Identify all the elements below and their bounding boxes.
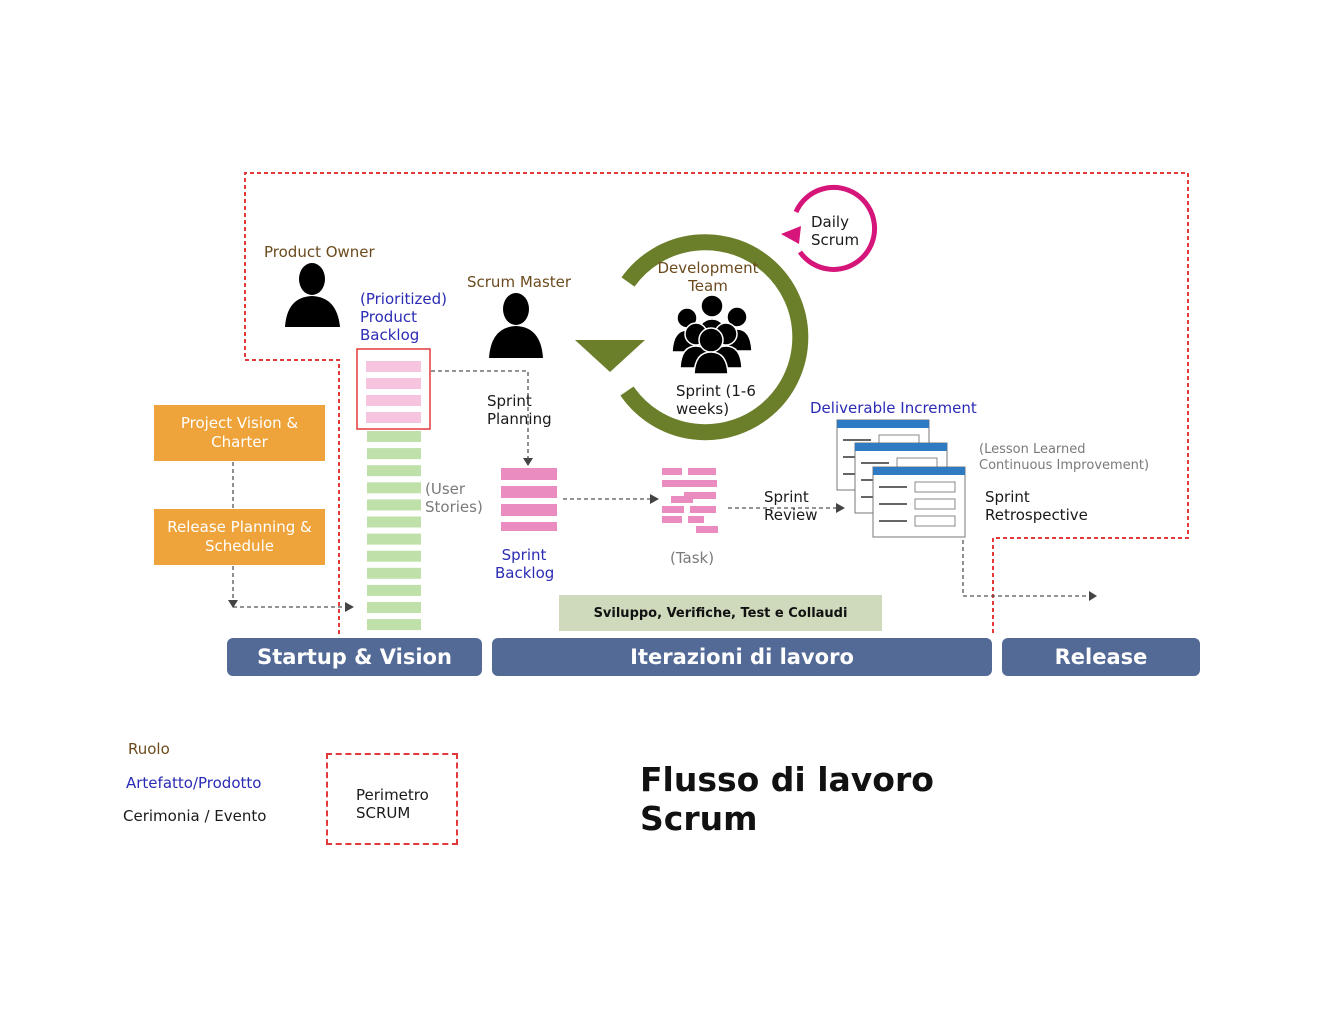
user-story-item — [367, 620, 421, 630]
phase-startup: Startup & Vision — [227, 638, 482, 676]
project-vision-box: Project Vision & Charter — [154, 405, 325, 461]
user-story-item — [367, 499, 421, 511]
person-icon — [285, 263, 340, 327]
cycle-arrow-icon — [575, 234, 809, 441]
sprint-backlog-label: Sprint Backlog — [495, 546, 555, 582]
scrum-perimeter — [244, 172, 1189, 636]
development-team-label: Development Team — [657, 259, 759, 295]
deliverable-documents — [836, 419, 966, 538]
user-story-item — [367, 533, 421, 545]
arrow-heads — [228, 458, 1097, 612]
legend-perimeter-label: Perimetro SCRUM — [356, 786, 429, 822]
legend-perimeter-box — [326, 753, 458, 845]
user-story-item — [367, 602, 421, 613]
legend-role: Ruolo — [128, 740, 170, 758]
phase-iterations: Iterazioni di lavoro — [492, 638, 992, 676]
sprint-backlog-stack — [501, 468, 557, 531]
user-story-item — [367, 567, 421, 579]
sprint-duration-label: Sprint (1-6 weeks) — [676, 382, 756, 418]
phase-release: Release — [1002, 638, 1200, 676]
sprint-retrospective-label: Sprint Retrospective — [985, 488, 1088, 524]
user-stories-label: (User Stories) — [425, 480, 483, 516]
sprint-review-label: Sprint Review — [764, 488, 818, 524]
product-backlog-label: (Prioritized) Product Backlog — [360, 290, 448, 344]
user-story-item — [367, 516, 421, 528]
document-icon — [872, 466, 966, 538]
product-backlog-stack — [356, 348, 431, 430]
legend-artifact: Artefatto/Prodotto — [126, 774, 262, 792]
user-story-item — [367, 465, 421, 477]
diagram-title: Flusso di lavoro Scrum — [640, 760, 934, 838]
development-bar: Sviluppo, Verifiche, Test e Collaudi — [559, 595, 882, 631]
product-owner-label: Product Owner — [264, 243, 375, 261]
user-story-item — [367, 584, 421, 596]
daily-cycle-icon — [781, 184, 878, 272]
scrum-master-label: Scrum Master — [467, 273, 572, 291]
user-stories-stack — [367, 431, 421, 631]
daily-scrum-label: Daily Scrum — [811, 213, 860, 249]
user-story-item — [367, 550, 421, 562]
flow-arrows — [232, 370, 1090, 608]
team-icon — [671, 294, 753, 375]
deliverable-increment-label: Deliverable Increment — [810, 399, 977, 417]
release-planning-box: Release Planning & Schedule — [154, 509, 325, 565]
person-icon — [489, 293, 543, 358]
task-label: (Task) — [670, 549, 715, 567]
user-story-item — [367, 431, 421, 442]
user-story-item — [367, 448, 421, 460]
user-story-item — [367, 482, 421, 494]
sprint-planning-label: Sprint Planning — [487, 392, 552, 428]
lesson-learned-label: (Lesson Learned Continuous Improvement) — [979, 442, 1150, 473]
legend-event: Cerimonia / Evento — [123, 807, 267, 825]
task-icon — [662, 468, 718, 533]
